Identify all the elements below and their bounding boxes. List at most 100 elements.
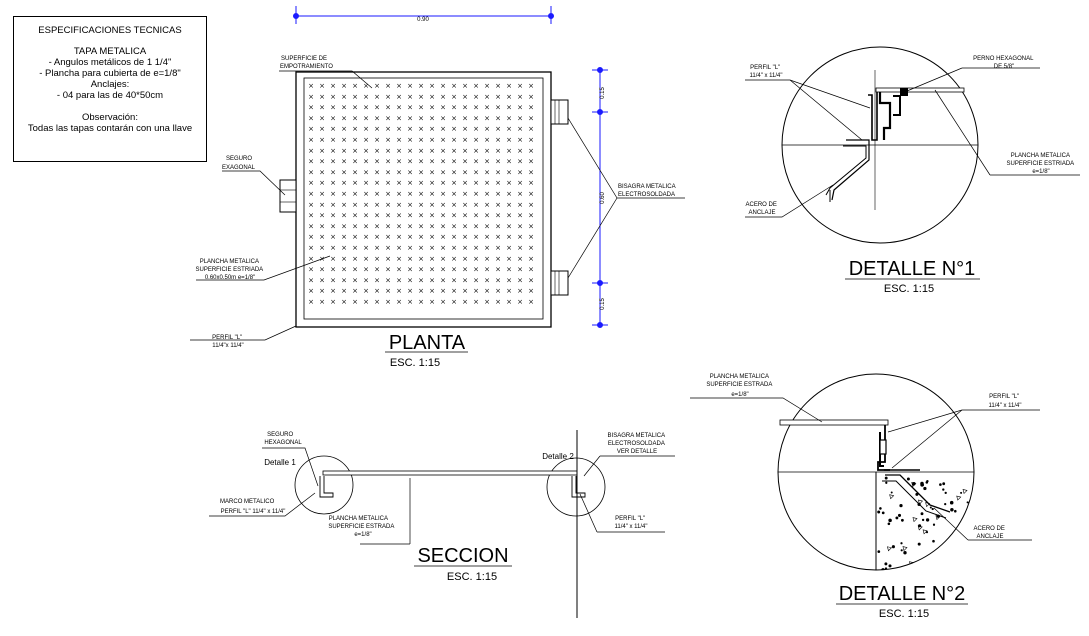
estriada-mark: ×	[308, 287, 314, 295]
estriada-mark: ×	[473, 179, 479, 187]
estriada-mark: ×	[473, 82, 479, 90]
concrete-dot	[976, 541, 977, 542]
estriada-mark: ×	[451, 104, 457, 112]
detalle1-callout: Detalle 1	[264, 458, 296, 467]
label-bisagra: ELECTROSOLDADA	[618, 192, 675, 198]
estriada-mark: ×	[363, 190, 369, 198]
estriada-mark: ×	[374, 244, 380, 252]
concrete-aggregate	[956, 495, 962, 501]
seccion-title: SECCION	[417, 545, 508, 567]
label-plancha: PLANCHA METALICA	[200, 259, 259, 265]
estriada-mark: ×	[429, 212, 435, 220]
detalle2-callout: Detalle 2	[542, 452, 574, 461]
concrete-aggregate	[962, 489, 968, 495]
estriada-mark: ×	[319, 266, 325, 274]
d2-leaders	[690, 397, 1040, 541]
estriada-mark: ×	[495, 179, 501, 187]
estriada-mark: ×	[517, 212, 523, 220]
estriada-mark: ×	[385, 147, 391, 155]
estriada-mark: ×	[308, 244, 314, 252]
estriada-mark: ×	[495, 255, 501, 263]
estriada-mark: ×	[495, 233, 501, 241]
estriada-mark: ×	[396, 147, 402, 155]
concrete-dot	[903, 551, 907, 555]
estriada-mark: ×	[352, 82, 358, 90]
estriada-mark: ×	[484, 147, 490, 155]
estriada-mark: ×	[319, 114, 325, 122]
concrete-dot	[950, 508, 954, 512]
estriada-mark: ×	[385, 255, 391, 263]
estriada-mark: ×	[308, 82, 314, 90]
estriada-mark: ×	[319, 244, 325, 252]
estriada-mark: ×	[418, 82, 424, 90]
concrete-aggregate	[922, 529, 928, 535]
estriada-mark: ×	[495, 222, 501, 230]
estriada-mark: ×	[517, 82, 523, 90]
estriada-mark: ×	[374, 276, 380, 284]
d1-plate	[875, 87, 965, 93]
concrete-dot	[879, 507, 882, 510]
estriada-mark: ×	[473, 136, 479, 144]
concrete-dot	[929, 506, 932, 509]
estriada-mark: ×	[308, 104, 314, 112]
lock-hexagonal	[279, 179, 297, 213]
estriada-mark: ×	[528, 114, 534, 122]
estriada-mark: ×	[352, 114, 358, 122]
estriada-mark: ×	[374, 158, 380, 166]
estriada-mark: ×	[341, 276, 347, 284]
estriada-mark: ×	[308, 201, 314, 209]
estriada-mark: ×	[484, 190, 490, 198]
estriada-mark: ×	[440, 190, 446, 198]
estriada-mark: ×	[495, 276, 501, 284]
concrete-dot	[942, 482, 946, 486]
d1-bolt	[900, 88, 908, 96]
estriada-mark: ×	[517, 168, 523, 176]
estriada-mark: ×	[517, 276, 523, 284]
estriada-mark: ×	[407, 276, 413, 284]
estriada-mark: ×	[473, 158, 479, 166]
section-profile-left	[319, 476, 334, 498]
estriada-mark: ×	[385, 104, 391, 112]
estriada-mark: ×	[396, 114, 402, 122]
svg-text:SUPERFICIE DE EMPOTRAMIE: SUPERFICIE DE EMPOTRAMIENTO	[280, 56, 333, 70]
estriada-mark: ×	[462, 82, 468, 90]
concrete-dot	[890, 491, 893, 494]
estriada-mark: ×	[374, 255, 380, 263]
concrete-dot	[944, 502, 947, 506]
estriada-mark: ×	[462, 179, 468, 187]
estriada-mark: ×	[506, 255, 512, 263]
estriada-mark: ×	[473, 233, 479, 241]
estriada-mark: ×	[440, 255, 446, 263]
estriada-mark: ×	[407, 82, 413, 90]
estriada-mark: ×	[396, 158, 402, 166]
estriada-mark: ×	[440, 82, 446, 90]
estriada-mark: ×	[506, 276, 512, 284]
estriada-mark: ×	[363, 298, 369, 306]
estriada-mark: ×	[506, 244, 512, 252]
dim-side-bottom: 0.15	[600, 298, 606, 310]
concrete-dot	[920, 512, 924, 516]
estriada-mark: ×	[407, 255, 413, 263]
estriada-mark: ×	[330, 93, 336, 101]
estriada-mark: ×	[341, 136, 347, 144]
label-plancha: SUPERFICIE ESTRADA	[706, 382, 772, 388]
specs-line: Todas las tapas contarán con una llave	[27, 123, 193, 134]
estriada-mark: ×	[440, 266, 446, 274]
estriada-mark: ×	[462, 147, 468, 155]
concrete-dot	[881, 511, 885, 515]
estriada-mark: ×	[440, 287, 446, 295]
estriada-mark: ×	[440, 158, 446, 166]
estriada-mark: ×	[352, 158, 358, 166]
estriada-mark: ×	[429, 222, 435, 230]
label-plancha: SUPERFICIE ESTRADA	[328, 524, 394, 530]
concrete-dot	[888, 518, 892, 523]
estriada-mark: ×	[396, 266, 402, 274]
estriada-mark: ×	[308, 222, 314, 230]
label-acero: ANCLAJE	[976, 534, 1003, 540]
concrete-dot	[920, 481, 924, 486]
label-acero: ACERO DE	[973, 526, 1004, 532]
detail-circle-1	[294, 455, 354, 515]
estriada-mark: ×	[429, 190, 435, 198]
estriada-mark: ×	[462, 93, 468, 101]
estriada-mark: ×	[418, 93, 424, 101]
